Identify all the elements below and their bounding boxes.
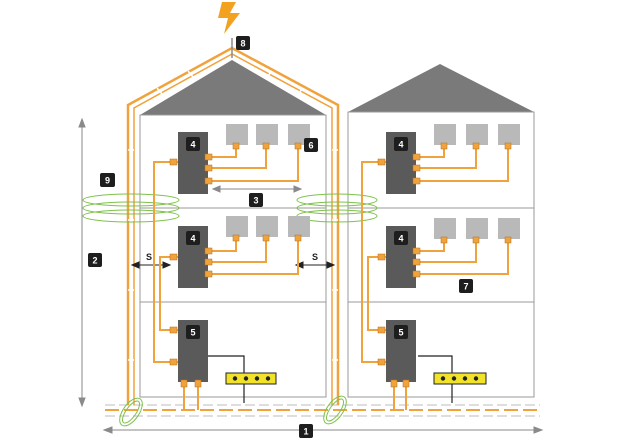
right-roof: [348, 64, 534, 112]
surge-protectors: [169, 142, 512, 388]
left-roof: [140, 60, 326, 115]
tag-6-label: 6: [308, 141, 313, 151]
tag-9-label: 9: [105, 176, 110, 186]
tag-8-label: 8: [240, 39, 245, 49]
tag-4-right-mid: 4: [394, 231, 408, 245]
tag-5-left-label: 5: [190, 328, 195, 338]
tag-3: 3: [249, 193, 263, 207]
tag-6: 6: [304, 138, 318, 152]
tag-4-left-mid-label: 4: [190, 234, 195, 244]
dimension-arrows: [78, 117, 544, 434]
earth-electrode-loops: [119, 395, 347, 427]
tag-5-right: 5: [394, 325, 408, 339]
tag-2-label: 2: [92, 256, 97, 266]
right-walls: [347, 111, 535, 398]
cabinets: [178, 132, 416, 382]
devices: [226, 124, 520, 239]
tag-4-left-top-label: 4: [190, 140, 195, 150]
separation-label-left: S: [146, 252, 152, 262]
right-building: [347, 64, 535, 398]
tag-3-label: 3: [253, 196, 258, 206]
tag-8: 8: [236, 36, 250, 50]
tag-9: 9: [100, 173, 115, 187]
tag-4-right-top-label: 4: [398, 140, 403, 150]
ground-lines: [105, 404, 540, 417]
tag-5-right-label: 5: [398, 328, 403, 338]
busbar-wiring: [208, 355, 453, 403]
tag-1-label: 1: [303, 427, 308, 437]
air-termination-conductor: [126, 38, 340, 405]
tag-4-left-top: 4: [186, 137, 200, 151]
tag-7: 7: [459, 279, 473, 293]
tag-4-right-top: 4: [394, 137, 408, 151]
tag-5-left: 5: [186, 325, 200, 339]
magnetic-field-rings: [82, 193, 378, 223]
tag-7-label: 7: [463, 282, 468, 292]
tag-4-left-mid: 4: [186, 231, 200, 245]
right-equipotential-busbar: [433, 372, 487, 385]
tag-2: 2: [88, 253, 102, 267]
lightning-bolt-icon: [218, 2, 240, 34]
separation-label-right: S: [312, 252, 318, 262]
left-equipotential-busbar: [225, 372, 277, 385]
tag-4-right-mid-label: 4: [398, 234, 403, 244]
tag-1: 1: [299, 424, 313, 438]
